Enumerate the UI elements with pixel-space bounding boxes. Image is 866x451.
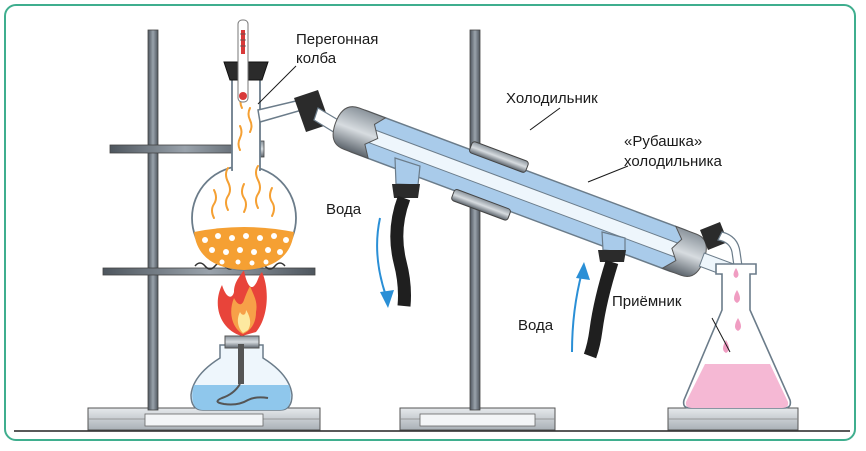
- right-stand: [399, 29, 556, 431]
- flame-icon: [217, 270, 267, 336]
- label-water-in: Вода: [518, 317, 554, 334]
- label-flask-line2: колба: [296, 50, 337, 67]
- label-condenser: Холодильник: [506, 90, 598, 107]
- receiver-flask: [682, 263, 792, 409]
- label-jacket-line1: «Рубашка»: [624, 133, 702, 150]
- left-stand: [87, 29, 321, 431]
- condenser: [332, 106, 734, 278]
- label-flask-line1: Перегонная: [296, 31, 378, 48]
- burner-liquid: [192, 385, 291, 410]
- hose-out: [390, 195, 411, 307]
- spirit-burner: [190, 335, 293, 411]
- label-water-out: Вода: [326, 201, 362, 218]
- condenser-clamp-bottom: [451, 189, 511, 221]
- distillation-flask: [191, 77, 303, 271]
- receiver-base: [667, 407, 799, 431]
- vapour-lines: [211, 97, 275, 219]
- condenser-clamp-top: [469, 141, 529, 173]
- drops: [723, 268, 741, 353]
- thermometer-icon: [223, 19, 269, 103]
- hose-in: [583, 260, 619, 359]
- ring-support: [102, 267, 316, 276]
- label-jacket-line2: холодильника: [624, 153, 723, 170]
- water-in-arrow: [571, 262, 590, 353]
- pointer-lines: [257, 65, 731, 353]
- label-receiver: Приёмник: [612, 293, 682, 310]
- receiver-liquid: [685, 364, 789, 408]
- water-out-arrow: [376, 217, 394, 308]
